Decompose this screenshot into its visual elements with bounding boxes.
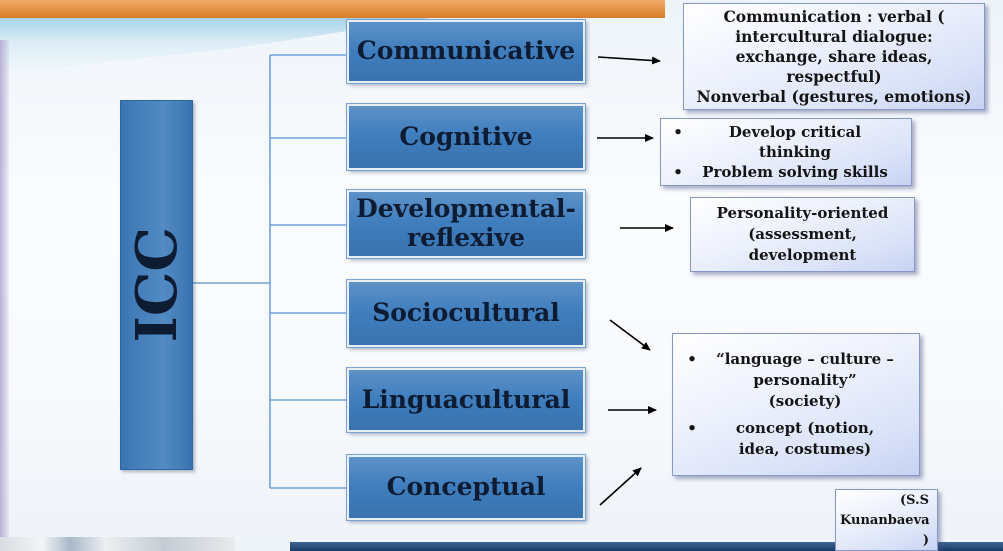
description-box-developmental-reflexive: Personality-oriented (assessment, develo… — [690, 197, 915, 272]
component-sociocultural: Sociocultural — [346, 279, 586, 348]
bullet-text: concept (notion, idea, costumes) — [735, 419, 875, 458]
photo-thumbnail — [0, 537, 235, 551]
arrow-communicative — [597, 56, 661, 65]
bullet-text: Develop critical thinking — [728, 123, 862, 161]
component-label-cognitive: Cognitive — [399, 121, 533, 151]
bullet-text: “language – culture – personality” (soci… — [716, 350, 894, 410]
bullet-text: Problem solving skills — [702, 163, 888, 181]
bullet-icon — [683, 418, 701, 439]
component-label-communicative: Communicative — [356, 36, 576, 66]
component-developmental-reflexive: Developmental- reflexive — [346, 189, 586, 259]
description-text-communicative: Communication : verbal ( intercultural d… — [696, 6, 972, 106]
header-bar — [0, 0, 665, 18]
bullet-icon — [683, 349, 701, 370]
icc-label: ICC — [123, 227, 190, 343]
description-text-developmental-reflexive: Personality-oriented (assessment, develo… — [716, 204, 889, 264]
description-box-culture: “language – culture – personality” (soci… — [672, 333, 920, 476]
component-label-developmental-reflexive: Developmental- reflexive — [356, 194, 576, 252]
bullet-item: Develop critical thinking — [669, 122, 903, 162]
component-cognitive: Cognitive — [346, 103, 586, 171]
component-label-linguacultural: Linguacultural — [361, 384, 571, 414]
bullet-icon — [669, 162, 687, 182]
component-conceptual: Conceptual — [346, 454, 586, 521]
component-communicative: Communicative — [346, 19, 586, 84]
component-label-conceptual: Conceptual — [386, 472, 546, 502]
bullet-item: concept (notion, idea, costumes) — [683, 418, 909, 460]
icc-box: ICC — [120, 100, 193, 470]
description-box-communicative: Communication : verbal ( intercultural d… — [683, 3, 985, 110]
left-edge-strip — [0, 40, 9, 540]
component-linguacultural: Linguacultural — [346, 367, 586, 433]
citation-text: (S.S Kunanbaeva ) — [840, 493, 930, 548]
citation-box: (S.S Kunanbaeva ) — [835, 489, 938, 551]
bullet-item: “language – culture – personality” (soci… — [683, 349, 909, 412]
component-label-sociocultural: Sociocultural — [372, 298, 560, 328]
bullet-item: Problem solving skills — [669, 162, 903, 182]
arrow-conceptual — [599, 467, 642, 506]
footer-bar — [290, 542, 1003, 551]
description-box-cognitive: Develop critical thinking Problem solvin… — [660, 118, 912, 186]
bullet-icon — [669, 122, 687, 142]
arrow-sociocultural — [609, 319, 651, 351]
